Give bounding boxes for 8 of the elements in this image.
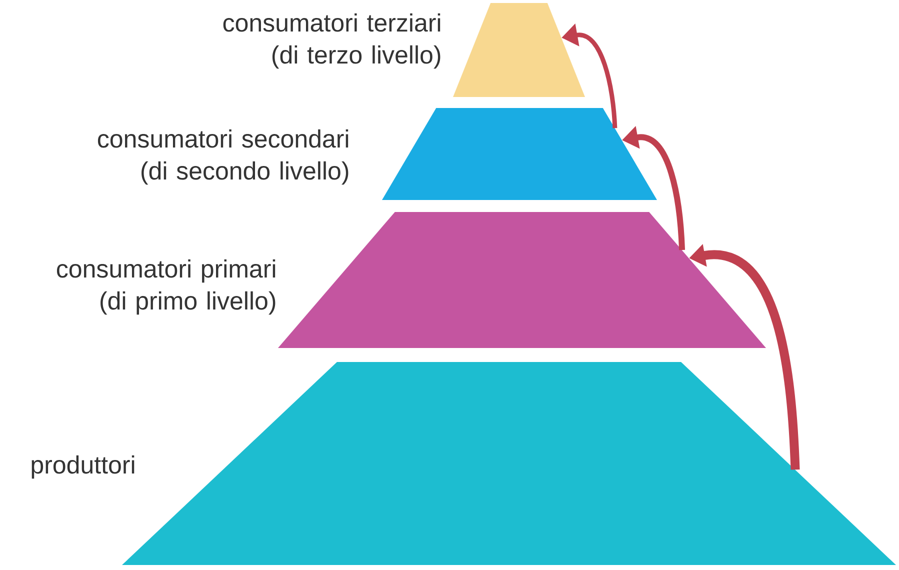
node-label: consumatori secondari (di secondo livello) — [98, 129, 348, 185]
pyramid-level: consumatori primari (di primo livello) — [56, 212, 766, 348]
pyramid-level: produttori — [32, 362, 896, 565]
pyramid-level: consumatori secondari (di secondo livello) — [98, 108, 657, 200]
node-label: produttori — [32, 455, 134, 479]
pyramid-level: consumatori terziari (di terzo livello) — [223, 3, 585, 97]
node-label: consumatori terziari (di terzo livello) — [223, 13, 440, 69]
node-label: consumatori primari (di primo livello) — [56, 259, 276, 315]
